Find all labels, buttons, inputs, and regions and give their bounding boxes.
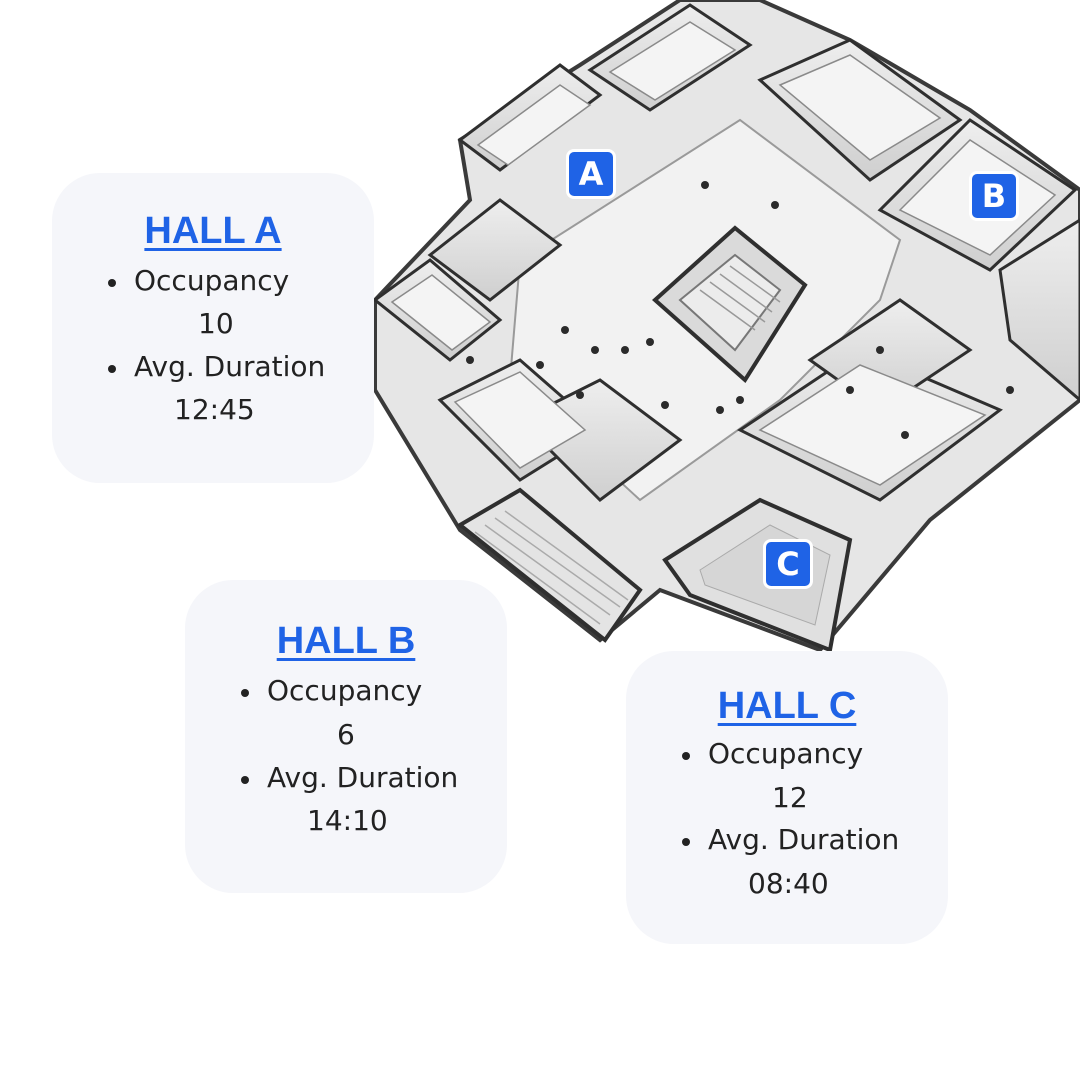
room-far-right — [998, 218, 1080, 402]
hall-a-duration-label: Avg. Duration — [134, 350, 326, 383]
bullet — [108, 365, 116, 373]
hall-c-occupancy-value: 12 — [772, 781, 808, 814]
bullet — [682, 838, 690, 846]
hall-c-card: HALL C Occupancy 12 Avg. Duration 08:40 — [626, 651, 948, 944]
bullet — [682, 752, 690, 760]
entrance-stairs — [456, 487, 643, 643]
hall-b-occupancy-label: Occupancy — [267, 674, 423, 707]
hall-b-duration-value: 14:10 — [307, 804, 388, 837]
hall-a-occupancy-value: 10 — [198, 307, 234, 340]
hall-a-duration-value: 12:45 — [174, 393, 255, 426]
hall-b-duration-label: Avg. Duration — [267, 761, 459, 794]
room-left-a — [427, 198, 563, 302]
hall-a-marker[interactable]: A — [569, 152, 613, 196]
bullet — [241, 776, 249, 784]
hall-a-occupancy-label: Occupancy — [134, 264, 290, 297]
hall-c-duration-value: 08:40 — [748, 867, 829, 900]
hall-b-marker[interactable]: B — [972, 174, 1016, 218]
bullet — [108, 279, 116, 287]
hall-b-card: HALL B Occupancy 6 Avg. Duration 14:10 — [185, 580, 507, 893]
hall-a-title[interactable]: HALL A — [144, 210, 282, 252]
bullet — [241, 689, 249, 697]
hall-a-card: HALL A Occupancy 10 Avg. Duration 12:45 — [52, 173, 374, 483]
hall-c-occupancy-label: Occupancy — [708, 737, 864, 770]
hall-c-duration-label: Avg. Duration — [708, 823, 900, 856]
hall-c-marker[interactable]: C — [766, 542, 810, 586]
hall-b-occupancy-value: 6 — [337, 718, 355, 751]
hall-c-title[interactable]: HALL C — [717, 685, 857, 727]
hall-b-title[interactable]: HALL B — [276, 620, 416, 662]
